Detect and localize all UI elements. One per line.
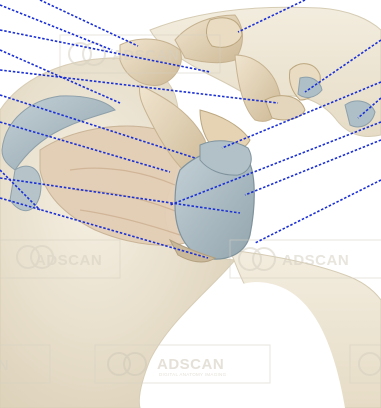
svg-text:ADSCAN: ADSCAN bbox=[35, 252, 102, 269]
svg-text:ADSCAN: ADSCAN bbox=[0, 357, 9, 374]
svg-text:ADSCAN: ADSCAN bbox=[112, 47, 179, 64]
svg-text:DIGITAL ANATOMY IMAGING: DIGITAL ANATOMY IMAGING bbox=[159, 372, 227, 377]
leader-line bbox=[40, 0, 138, 46]
svg-text:ADSCAN: ADSCAN bbox=[282, 252, 349, 269]
leader-line bbox=[255, 180, 381, 243]
leader-line bbox=[245, 140, 381, 195]
svg-text:ADSCAN: ADSCAN bbox=[157, 356, 224, 373]
